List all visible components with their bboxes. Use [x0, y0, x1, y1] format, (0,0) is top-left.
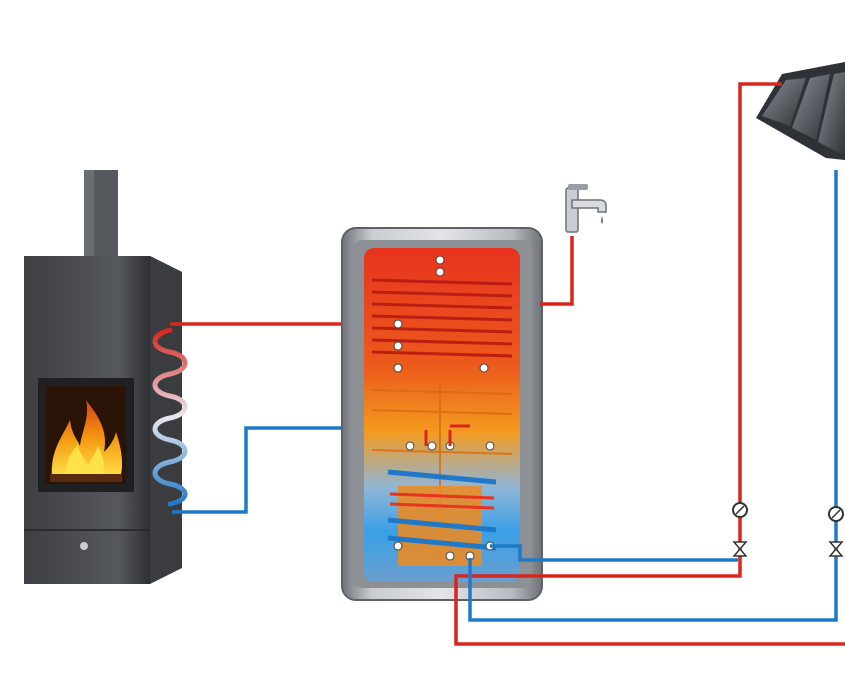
stove-heat-exchanger-coil: [152, 327, 188, 507]
hot-water-outlet: [540, 184, 607, 306]
solar-circuit: [454, 62, 845, 646]
wood-stove: [24, 170, 188, 584]
pressure-gauge-icon: [732, 502, 844, 522]
tank-to-solar-return: [490, 544, 738, 562]
tank-upper-coil: [371, 278, 513, 358]
tank-lower-coil: [387, 469, 497, 566]
solar-hot-pipe: [454, 82, 845, 646]
faucet-icon: [565, 184, 607, 233]
solar-cold-pipe: [468, 170, 838, 622]
stove-knob: [80, 542, 88, 550]
faucet-supply-pipe: [540, 236, 574, 306]
tank-ports: [393, 255, 495, 561]
fire-icon: [50, 400, 123, 482]
buffer-tank: [341, 227, 543, 601]
valve-icon: [732, 541, 844, 557]
solar-collector-icon: [756, 62, 845, 160]
